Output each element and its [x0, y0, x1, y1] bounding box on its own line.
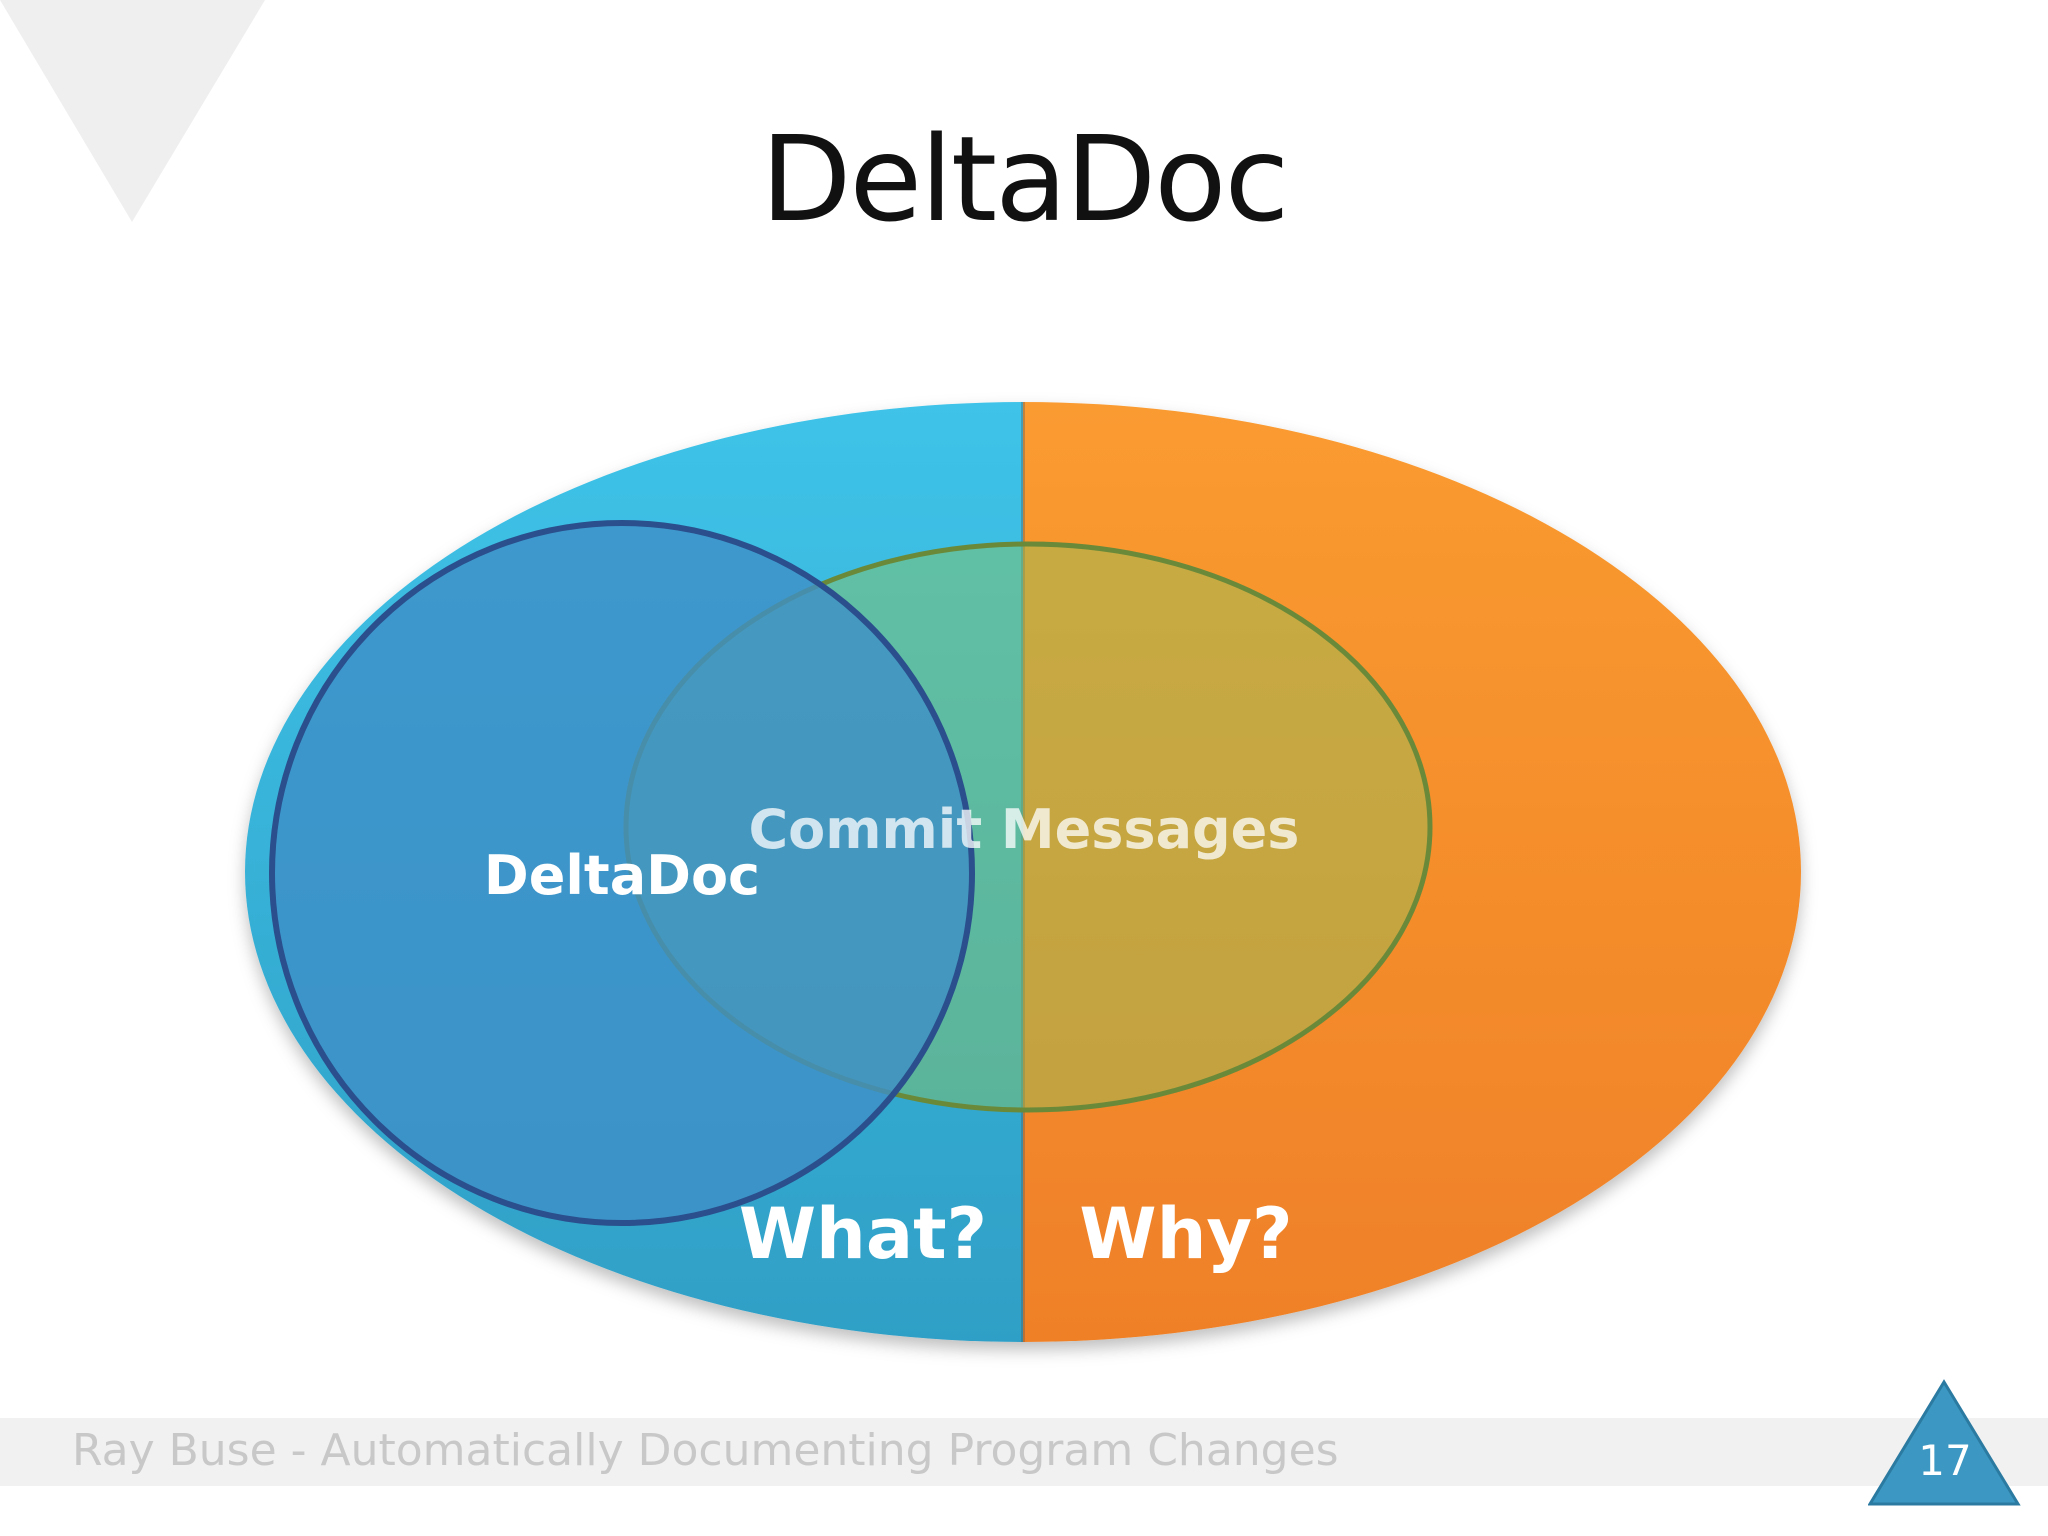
footer-band [0, 1418, 2048, 1486]
corner-triangle-decoration [0, 0, 265, 222]
what-label: What? [739, 1193, 987, 1275]
slide-number-triangle-badge [1868, 1379, 2021, 1506]
deltadoc-circle [269, 520, 975, 1226]
why-label: Why? [1079, 1193, 1292, 1275]
commit-messages-label: Commit Messages [749, 798, 1300, 861]
outer-ellipse-why-half [1023, 402, 1801, 1342]
footer-text: Ray Buse - Automatically Documenting Pro… [72, 1425, 1339, 1476]
deltadoc-circle-label: DeltaDoc [484, 844, 760, 907]
slide-title: DeltaDoc [760, 110, 1290, 248]
slide-number: 17 [1918, 1436, 1972, 1485]
